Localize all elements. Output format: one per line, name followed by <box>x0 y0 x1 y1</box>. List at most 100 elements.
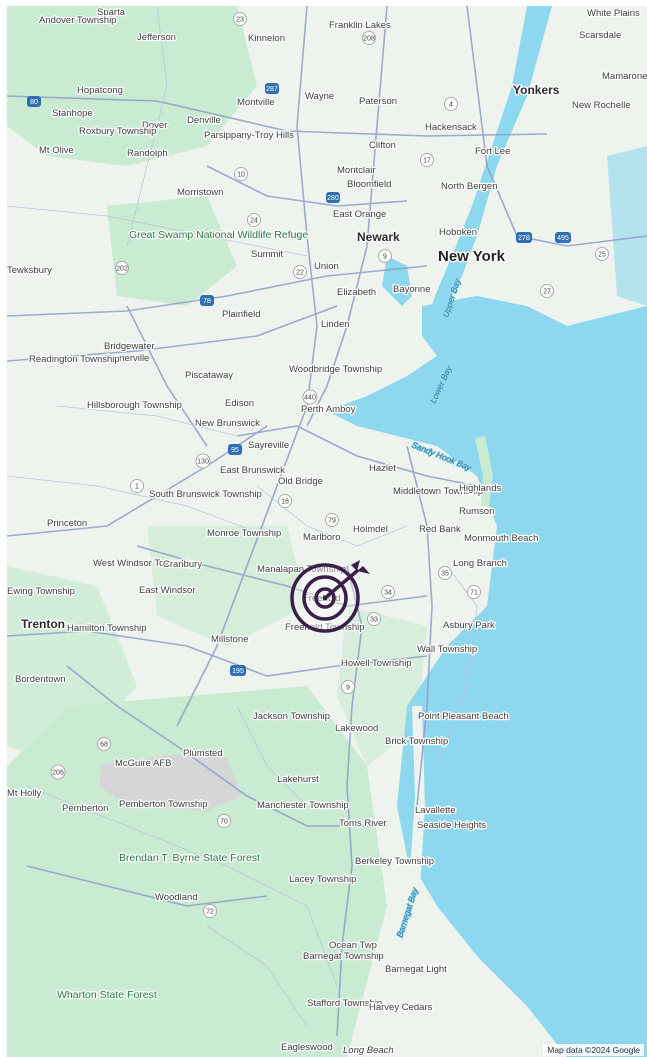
route-shield: 27 <box>540 284 554 298</box>
route-shield: 280 <box>326 192 340 203</box>
place-label: Union <box>314 261 339 272</box>
target-with-arrow-icon[interactable] <box>290 560 370 633</box>
place-label: Parsippany-Troy Hills <box>204 130 294 141</box>
place-label: Hamilton Township <box>67 623 147 634</box>
place-label: Barnegat Light <box>385 964 447 975</box>
place-label: Bridgewater <box>104 341 155 352</box>
svg-text:68: 68 <box>100 742 108 749</box>
svg-text:4: 4 <box>449 102 453 109</box>
svg-text:202: 202 <box>116 266 128 273</box>
place-label: Old Bridge <box>278 476 323 487</box>
route-shield: 25 <box>595 247 609 261</box>
svg-text:1: 1 <box>135 484 139 491</box>
place-label: Somerville <box>105 353 149 364</box>
route-shield: 33 <box>367 612 381 626</box>
place-label: Sayreville <box>248 440 289 451</box>
place-label: Holmdel <box>353 524 388 535</box>
route-shield: 195 <box>230 665 246 676</box>
place-label: Plainfield <box>222 309 261 320</box>
park-labels: Great Swamp National Wildlife Refuge Bre… <box>56 228 310 1003</box>
place-label: Seaside Heights <box>417 820 486 831</box>
place-label: Hopatcong <box>77 85 123 96</box>
route-shield: 79 <box>325 513 339 527</box>
place-label: Bloomfield <box>347 179 391 190</box>
route-shields: 23 208 287 80 4 17 10 280 24 9 1 278 495… <box>27 12 609 918</box>
place-label: Monroe Township <box>207 528 281 539</box>
place-label: Princeton <box>47 518 87 529</box>
place-label: Hillsborough Township <box>87 400 182 411</box>
place-label: Montclair <box>337 165 376 176</box>
svg-text:27: 27 <box>543 289 551 296</box>
map-canvas[interactable]: 23 208 287 80 4 17 10 280 24 9 1 278 495… <box>7 6 647 1057</box>
place-label: Morristown <box>177 187 223 198</box>
mcguire-afb-area <box>99 754 242 811</box>
place-label: East Windsor <box>139 585 196 596</box>
route-shield: 34 <box>381 585 395 599</box>
route-shield: 72 <box>203 904 217 918</box>
svg-text:208: 208 <box>363 36 375 43</box>
place-label: Piscataway <box>185 370 233 381</box>
place-label: Plumsted <box>183 748 223 759</box>
place-label: South Brunswick Township <box>149 489 262 500</box>
svg-text:9: 9 <box>383 254 387 261</box>
svg-text:23: 23 <box>236 17 244 24</box>
place-label: Trenton <box>21 617 65 631</box>
place-label: Red Bank <box>419 524 461 535</box>
place-label: Edison <box>225 398 254 409</box>
place-label: Fort Lee <box>475 146 510 157</box>
place-label: Mt Olive <box>39 145 74 156</box>
place-label: Kinnelon <box>248 33 285 44</box>
place-label: Bayonne <box>393 284 431 295</box>
place-label: Roxbury Township <box>79 126 156 137</box>
place-label: Franklin Lakes <box>329 20 391 31</box>
route-shield: 17 <box>420 153 434 167</box>
place-label: Wayne <box>305 91 334 102</box>
place-label: Toms River <box>339 818 387 829</box>
place-label: Denville <box>187 115 221 126</box>
place-label: Middletown Township <box>393 486 483 497</box>
water-bodies <box>327 6 647 1057</box>
place-label: Barnegat Township <box>303 951 384 962</box>
route-shield: 1 <box>130 479 144 493</box>
route-shield: 130 <box>195 453 211 469</box>
place-label: Pemberton <box>62 803 108 814</box>
place-label: Stanhope <box>52 108 93 119</box>
svg-text:206: 206 <box>52 770 64 777</box>
route-shield: 287 <box>265 83 279 94</box>
route-shield: 80 <box>27 96 41 107</box>
place-label: Elizabeth <box>337 287 376 298</box>
route-shield: 71 <box>467 585 481 599</box>
place-label: Dover <box>142 120 167 131</box>
route-shield: 78 <box>200 295 214 306</box>
barrier-island <box>385 706 425 1057</box>
route-shield: 22 <box>293 265 307 279</box>
place-label: Woodland <box>155 892 198 903</box>
svg-text:95: 95 <box>231 447 239 454</box>
place-label: East Orange <box>333 209 386 220</box>
place-label: Eagleswood <box>281 1042 333 1053</box>
svg-text:78: 78 <box>203 298 211 305</box>
svg-text:35: 35 <box>441 571 449 578</box>
place-label: Readington Township <box>29 354 120 365</box>
place-label: Long Beach <box>343 1045 394 1056</box>
place-label: Monmouth Beach <box>464 533 538 544</box>
route-shield: 495 <box>555 232 571 243</box>
place-label: Bordentown <box>15 674 66 685</box>
place-label: Perth Amboy <box>301 404 356 415</box>
route-shield: 18 <box>278 494 292 508</box>
svg-text:71: 71 <box>470 590 478 597</box>
place-label: Lakewood <box>335 723 378 734</box>
place-label: Hoboken <box>439 227 477 238</box>
route-shield: 4 <box>444 97 458 111</box>
place-label: Lavallette <box>415 805 456 816</box>
place-label: Sparta <box>97 7 126 18</box>
place-label: North Bergen <box>441 181 498 192</box>
place-label: Stafford Township <box>307 998 382 1009</box>
place-label: Pemberton Township <box>119 799 208 810</box>
place-label: Lakehurst <box>277 774 319 785</box>
map-svg: 23 208 287 80 4 17 10 280 24 9 1 278 495… <box>7 6 647 1057</box>
place-label: West Windsor Township <box>93 558 194 569</box>
route-shield: 68 <box>97 737 111 751</box>
route-shield: 10 <box>234 167 248 181</box>
place-label: Clifton <box>369 140 396 151</box>
